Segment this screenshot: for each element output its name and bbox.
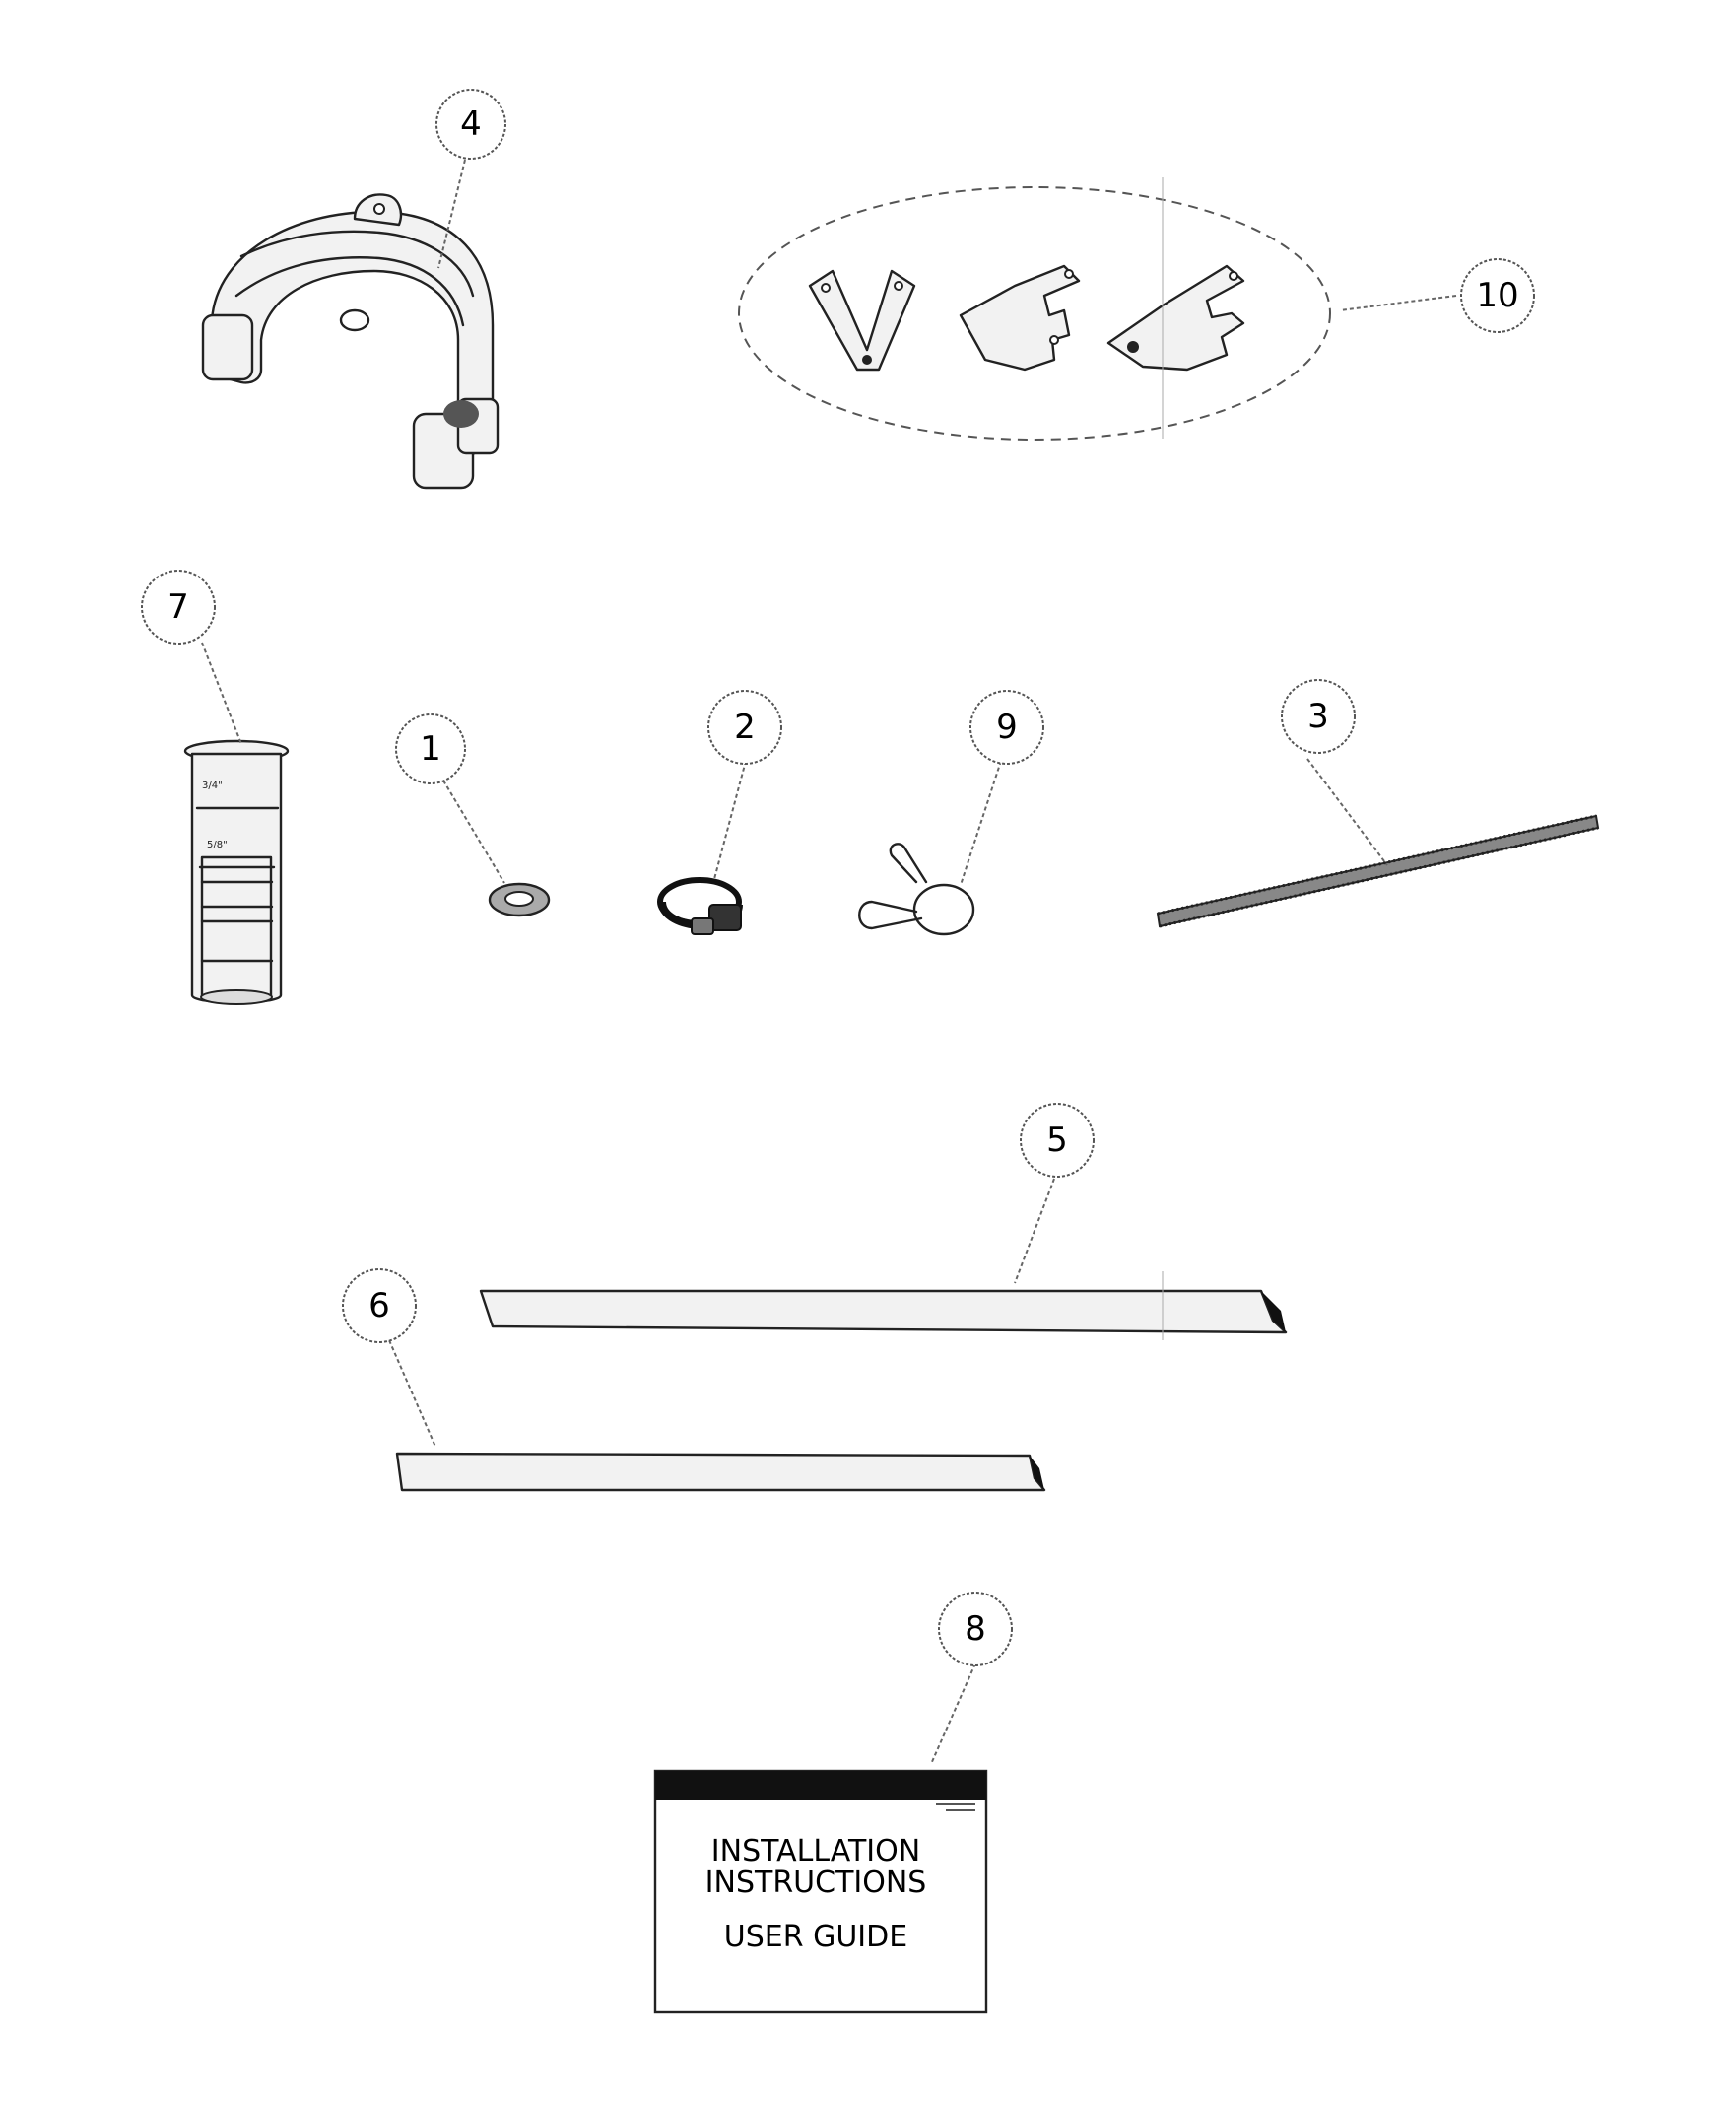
part-1-washer — [488, 882, 551, 917]
callout-5-label: 5 — [1046, 1120, 1068, 1160]
leader-1 — [442, 780, 505, 884]
callout-8-label: 8 — [965, 1609, 986, 1649]
part-4-hose-bracket — [201, 193, 500, 490]
manual-title-line3: USER GUIDE — [724, 1920, 907, 1954]
leader-lines — [201, 159, 1457, 1765]
callout-10-label: 10 — [1476, 276, 1518, 315]
callout-10: 10 — [1460, 258, 1535, 333]
callout-6: 6 — [342, 1268, 417, 1343]
callout-4-label: 4 — [460, 104, 482, 144]
callout-9: 9 — [969, 690, 1044, 765]
leader-4 — [437, 159, 466, 269]
part-3-serrated-strip — [1156, 814, 1600, 928]
leader-8 — [930, 1663, 976, 1765]
callout-2-label: 2 — [734, 708, 756, 747]
callout-7-label: 7 — [167, 587, 189, 627]
part-9-spring-clip — [858, 843, 975, 936]
callout-2: 2 — [707, 690, 782, 765]
callout-1-label: 1 — [420, 729, 441, 769]
leader-3 — [1306, 758, 1388, 866]
leader-10 — [1339, 295, 1457, 311]
callout-9-label: 9 — [996, 708, 1018, 747]
part-6-short-strip — [395, 1452, 1046, 1492]
callout-7: 7 — [141, 570, 216, 645]
callout-5: 5 — [1020, 1103, 1095, 1178]
callout-1: 1 — [395, 713, 466, 784]
leader-6 — [388, 1339, 436, 1448]
adapter-mark-5-8: 5/8" — [207, 840, 228, 850]
adapter-mark-3-4: 3/4" — [202, 781, 223, 791]
callout-8: 8 — [938, 1592, 1013, 1666]
part-5-long-strip — [479, 1271, 1288, 1340]
leader-9 — [960, 760, 1002, 886]
part-2-hose-clamp — [657, 877, 743, 935]
callout-6-label: 6 — [368, 1286, 390, 1325]
part-7-hose-adapter: 3/4" 5/8" — [183, 739, 290, 1005]
leader-5 — [1014, 1178, 1055, 1284]
part-10-mounting-brackets — [738, 177, 1331, 441]
leader-7 — [201, 642, 242, 745]
leader-2 — [713, 760, 747, 880]
manual-title-line2: INSTRUCTIONS — [705, 1866, 927, 1900]
callout-4: 4 — [435, 89, 506, 160]
callout-3: 3 — [1281, 679, 1356, 754]
part-8-installation-manual: INSTALLATION INSTRUCTIONS USER GUIDE — [653, 1769, 988, 2014]
manual-title-line1: INSTALLATION — [711, 1834, 920, 1868]
callout-3-label: 3 — [1307, 697, 1329, 736]
